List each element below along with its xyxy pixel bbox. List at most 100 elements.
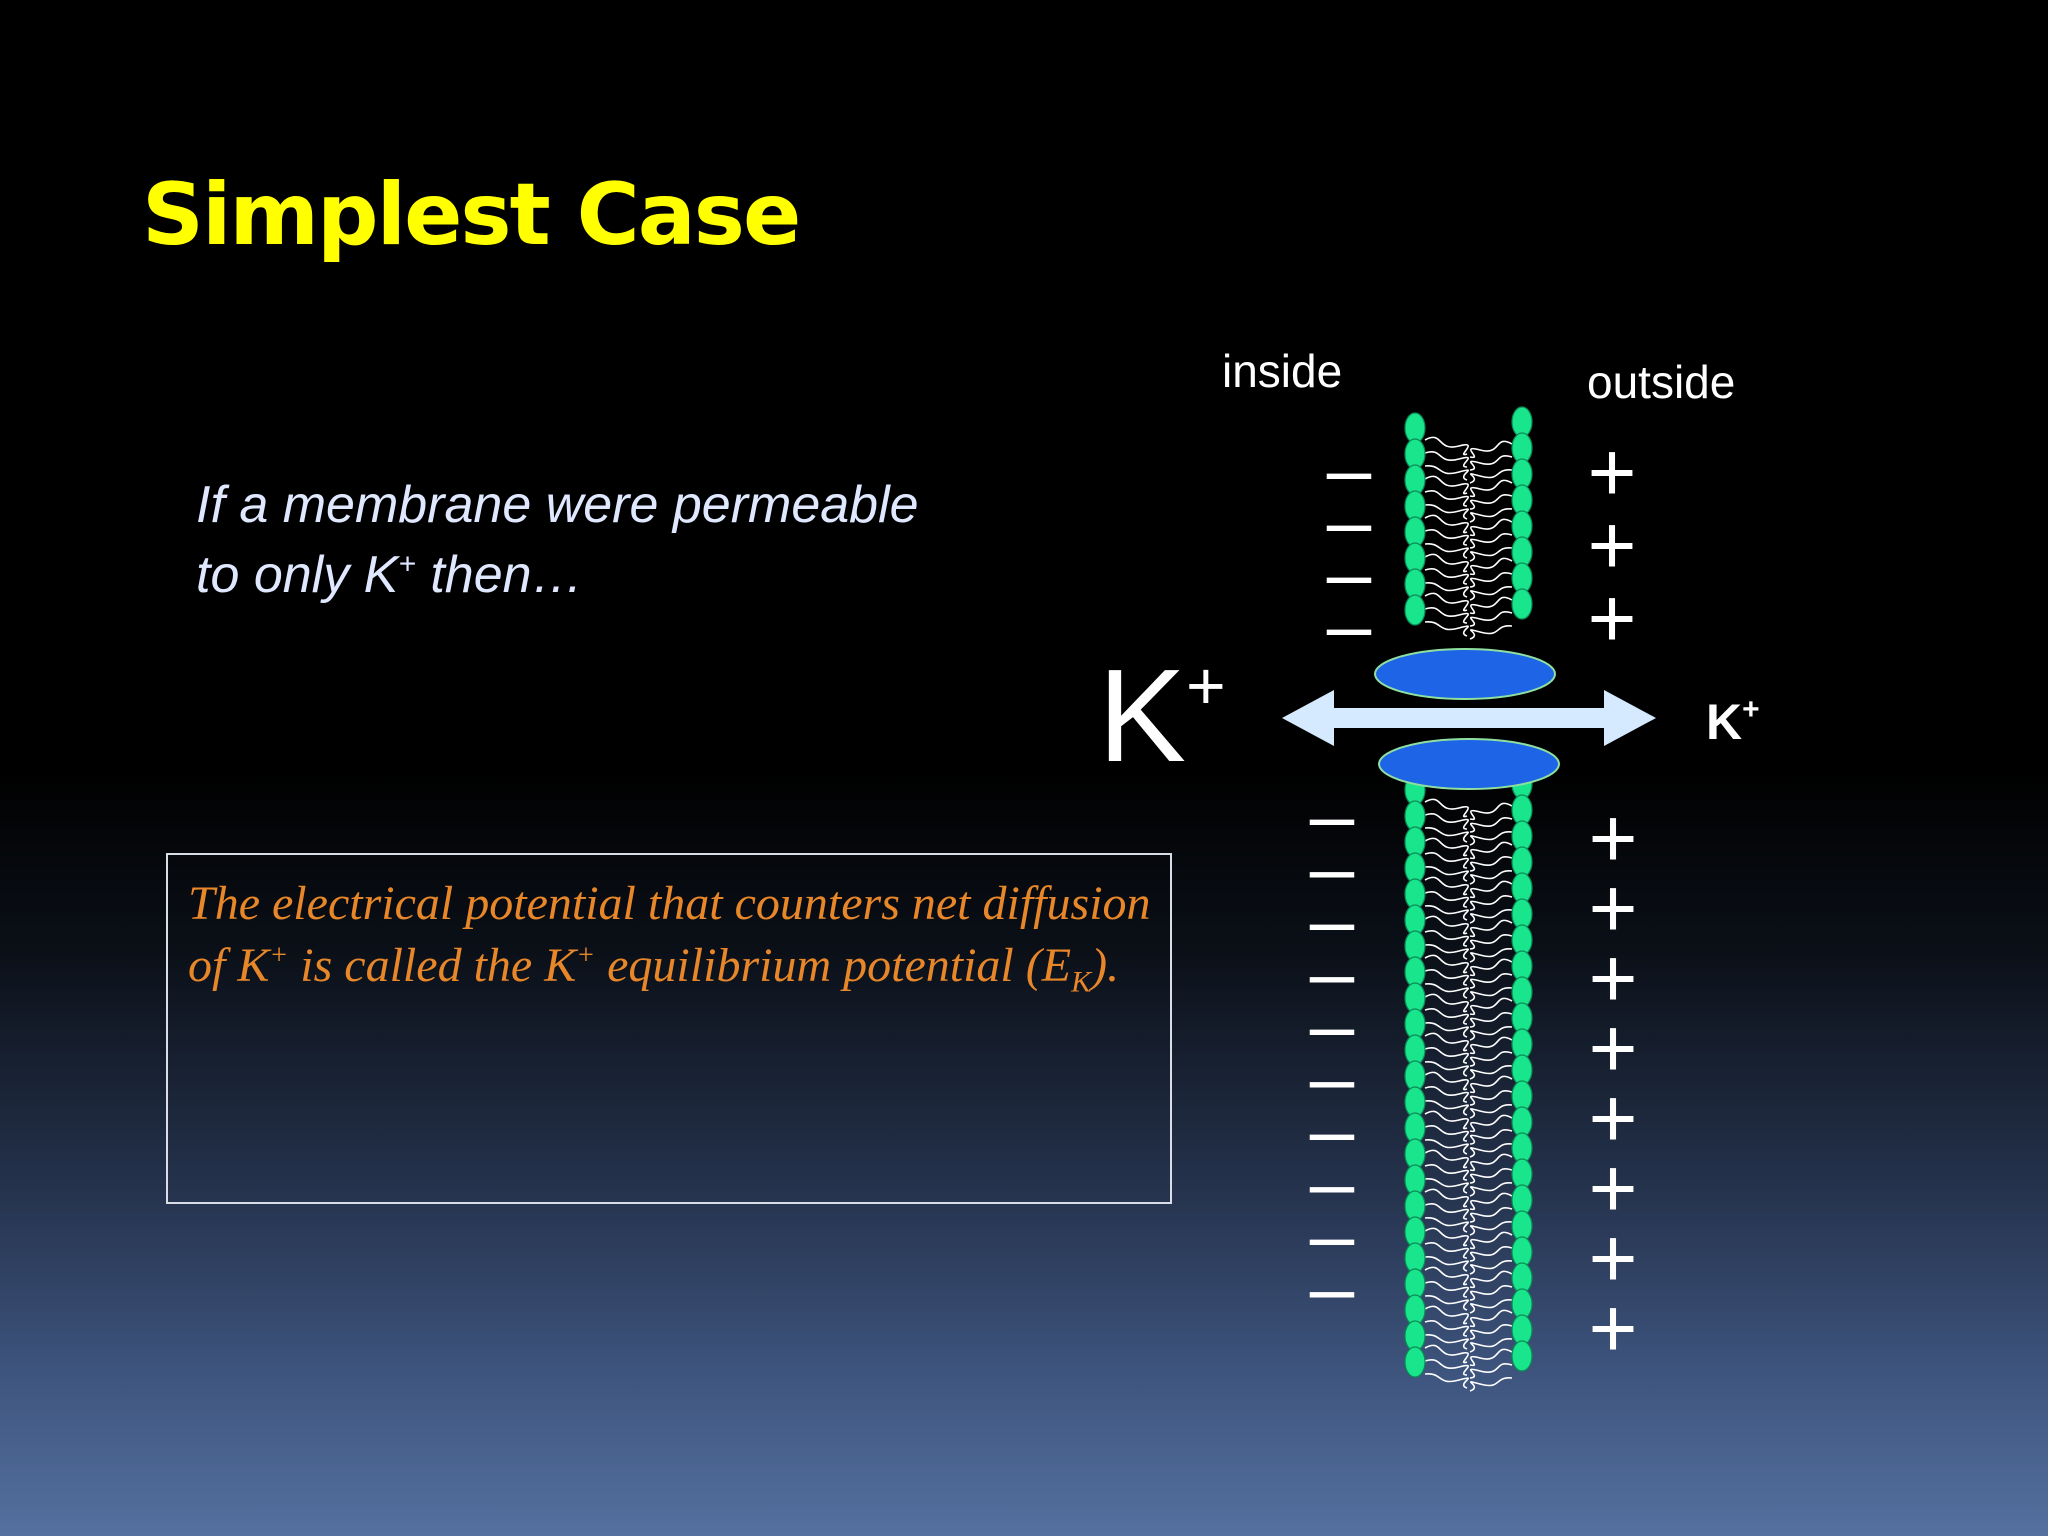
negative-charge-lower-3: – bbox=[1310, 876, 1355, 965]
lipid-tail-icon bbox=[1424, 582, 1469, 598]
lipid-tail-icon bbox=[1424, 1071, 1469, 1091]
lipid-tail-icon bbox=[1469, 1221, 1513, 1236]
lipid-tail-icon bbox=[1424, 1163, 1469, 1181]
lipid-tail-icon bbox=[1469, 1348, 1513, 1367]
positive-charge-lower-3: + bbox=[1588, 931, 1637, 1025]
lipid-tail-icon bbox=[1469, 816, 1513, 833]
lipid-tail-icon bbox=[1469, 1377, 1513, 1392]
positive-charge-upper-1: + bbox=[1587, 425, 1636, 519]
lipid-tail-icon bbox=[1469, 987, 1513, 1002]
double-headed-arrow-icon bbox=[1282, 690, 1656, 746]
lipid-tail-icon bbox=[1424, 876, 1469, 896]
lipid-tail-icon bbox=[1469, 596, 1513, 615]
lipid-tail-icon bbox=[1469, 1284, 1513, 1301]
lipid-tail-icon bbox=[1469, 1128, 1513, 1145]
lipid-tail-icon bbox=[1424, 1266, 1469, 1286]
lipid-tail-icon bbox=[1469, 440, 1513, 459]
lipid-tail-icon bbox=[1469, 909, 1513, 924]
lipid-tail-icon bbox=[1424, 1358, 1469, 1376]
negative-charge-lower-2: – bbox=[1310, 823, 1355, 912]
lipid-tail-icon bbox=[1424, 905, 1469, 921]
lipid-tail-icon bbox=[1424, 837, 1469, 857]
negative-charge-upper-3: – bbox=[1327, 529, 1372, 618]
lipid-tail-icon bbox=[1424, 983, 1469, 999]
positive-charge-upper-3: + bbox=[1587, 571, 1636, 665]
lipid-tail-icon bbox=[1469, 894, 1513, 911]
lipid-tail-icon bbox=[1469, 933, 1513, 950]
negative-charge-lower-8: – bbox=[1310, 1138, 1355, 1227]
negative-charge-lower-4: – bbox=[1310, 928, 1355, 1017]
lipid-tail-icon bbox=[1424, 1344, 1469, 1364]
lipid-tail-icon bbox=[1424, 450, 1469, 468]
positive-charge-lower-2: + bbox=[1588, 861, 1637, 955]
lipid-head-icon bbox=[1404, 594, 1426, 626]
lipid-tail-icon bbox=[1424, 915, 1469, 935]
lipid-tail-icon bbox=[1469, 1011, 1513, 1028]
negative-charge-lower-7: – bbox=[1310, 1086, 1355, 1175]
slide-title: Simplest Case bbox=[142, 165, 801, 265]
lipid-tail-icon bbox=[1424, 851, 1469, 869]
positive-charge-lower-7: + bbox=[1588, 1211, 1637, 1305]
positive-charge-lower-6: + bbox=[1588, 1141, 1637, 1235]
lipid-tail-icon bbox=[1469, 870, 1513, 885]
lipid-tail-icon bbox=[1469, 972, 1513, 989]
intro-line-2-suffix: then… bbox=[415, 546, 584, 604]
lipid-tail-icon bbox=[1469, 880, 1513, 899]
lipid-tail-icon bbox=[1424, 1217, 1469, 1233]
lipid-tail-icon bbox=[1424, 553, 1469, 573]
lipid-tail-icon bbox=[1469, 1153, 1513, 1172]
lipid-tail-icon bbox=[1424, 1178, 1469, 1194]
lipid-bilayer-lower bbox=[1404, 768, 1533, 1392]
lipid-tail-icon bbox=[1469, 454, 1513, 471]
lipid-head-icon bbox=[1511, 588, 1533, 620]
lipid-tail-icon bbox=[1424, 1124, 1469, 1142]
lipid-tail-icon bbox=[1469, 1075, 1513, 1094]
lipid-tail-icon bbox=[1469, 1167, 1513, 1184]
positive-charge-lower-1: + bbox=[1588, 791, 1637, 885]
positive-charge-lower-8: + bbox=[1588, 1281, 1637, 1375]
ion-channel-top-icon bbox=[1374, 648, 1556, 700]
lipid-tail-icon bbox=[1424, 489, 1469, 507]
positive-charge-lower-4: + bbox=[1588, 1001, 1637, 1095]
lipid-tail-icon bbox=[1469, 508, 1513, 523]
lipid-tail-icon bbox=[1469, 1309, 1513, 1328]
lipid-tail-icon bbox=[1424, 954, 1469, 974]
negative-charge-lower-9: – bbox=[1310, 1191, 1355, 1280]
lipid-tail-icon bbox=[1469, 831, 1513, 846]
lipid-tail-icon bbox=[1424, 1022, 1469, 1038]
lipid-tail-icon bbox=[1469, 1206, 1513, 1223]
lipid-tail-icon bbox=[1469, 997, 1513, 1016]
potassium-ion-inside-symbol: K bbox=[1098, 642, 1187, 789]
lipid-tail-icon bbox=[1424, 592, 1469, 612]
lipid-tail-icon bbox=[1424, 606, 1469, 624]
lipid-tail-icon bbox=[1469, 1231, 1513, 1250]
definition-part-1: The electrical potential that counters n… bbox=[188, 877, 1151, 992]
negative-charge-lower-6: – bbox=[1310, 1033, 1355, 1122]
lipid-tail-icon bbox=[1424, 890, 1469, 908]
lipid-tail-icon bbox=[1424, 1085, 1469, 1103]
definition-box: The electrical potential that counters n… bbox=[166, 853, 1172, 1204]
lipid-tail-icon bbox=[1424, 621, 1469, 637]
definition-part-2: is called the K bbox=[288, 939, 577, 992]
lipid-bilayer-upper bbox=[1404, 406, 1533, 640]
lipid-tail-icon bbox=[1469, 493, 1513, 510]
lipid-tail-icon bbox=[1424, 1100, 1469, 1116]
lipid-tail-icon bbox=[1469, 479, 1513, 498]
potassium-ion-outside-label: K+ bbox=[1706, 695, 1760, 748]
lipid-tail-icon bbox=[1424, 543, 1469, 559]
definition-superscript-1: + bbox=[269, 940, 289, 971]
lipid-tail-icon bbox=[1424, 993, 1469, 1013]
lipid-tail-icon bbox=[1424, 929, 1469, 947]
lipid-tail-icon bbox=[1424, 1227, 1469, 1247]
potassium-ion-inside-charge: + bbox=[1186, 648, 1226, 724]
lipid-tail-icon bbox=[1424, 465, 1469, 481]
lipid-tail-icon bbox=[1469, 469, 1513, 484]
definition-text: The electrical potential that counters n… bbox=[188, 873, 1158, 997]
lipid-tail-icon bbox=[1424, 1256, 1469, 1272]
lipid-tail-icon bbox=[1424, 436, 1469, 456]
lipid-tail-icon bbox=[1424, 1334, 1469, 1350]
intro-line-2-prefix: to only K bbox=[196, 546, 399, 604]
lipid-tail-icon bbox=[1469, 958, 1513, 977]
definition-superscript-2: + bbox=[576, 940, 596, 971]
